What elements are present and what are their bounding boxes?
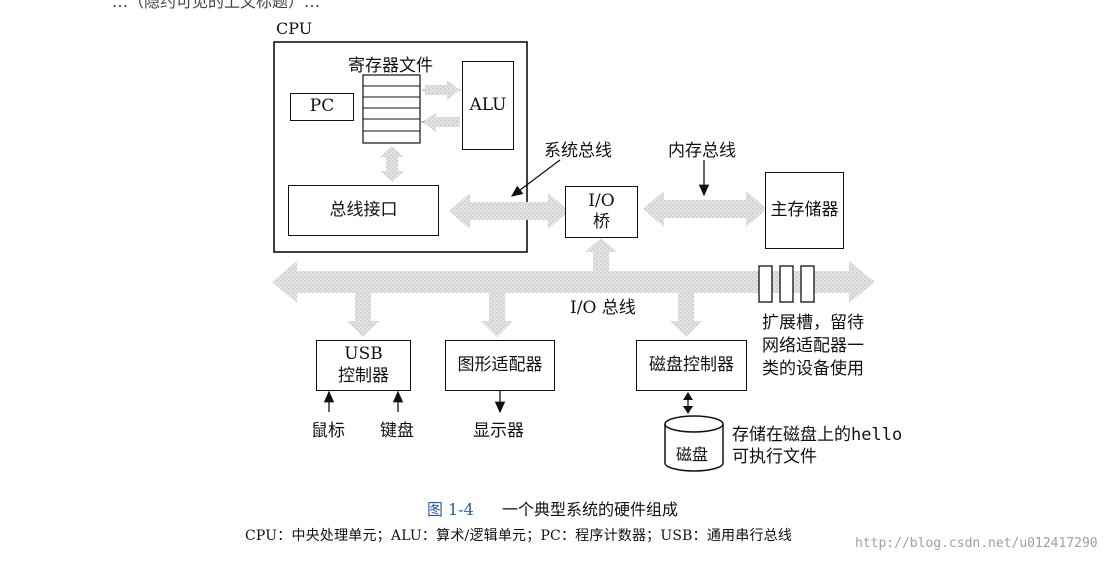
- bus-interface-box: 总线接口: [288, 185, 439, 236]
- io-bus-to-usb-arrow: [347, 293, 379, 337]
- bus-interface-label: 总线接口: [329, 199, 398, 220]
- io-bus-to-disk-controller-arrow: [670, 293, 702, 337]
- main-memory-label: 主存储器: [770, 199, 839, 220]
- hello-filename: hello: [851, 425, 903, 445]
- watermark: http://blog.csdn.net/u012417290: [855, 536, 1098, 551]
- expansion-slots-note: 扩展槽，留待 网络适配器一 类的设备使用: [762, 312, 864, 381]
- pc-label: PC: [309, 96, 335, 117]
- disk-note: 存储在磁盘上的hello 可执行文件: [732, 424, 902, 468]
- system-bus-arrow: [449, 193, 569, 229]
- memory-bus-label: 内存总线: [668, 141, 736, 161]
- figure-caption: 图 1-4 一个典型系统的硬件组成: [0, 496, 1105, 520]
- io-bridge-line1: I/O: [588, 190, 615, 211]
- figure-title: 一个典型系统的硬件组成: [502, 500, 679, 519]
- register-file-stack: [362, 74, 421, 144]
- expansion-note-line3: 类的设备使用: [762, 359, 864, 379]
- io-bus: [272, 261, 875, 303]
- graphics-adapter-box: 图形适配器: [445, 340, 555, 391]
- system-bus-callout: [510, 159, 561, 197]
- top-cut-text: …（隐约可见的上文标题）…: [112, 0, 321, 11]
- disk-cylinder: [664, 415, 724, 472]
- usb-controller-box: USB 控制器: [316, 340, 411, 391]
- reg-alu-bus-lower: [435, 117, 460, 127]
- system-bus-label: 系统总线: [544, 141, 612, 161]
- disk-note-line2: 可执行文件: [732, 447, 817, 467]
- reg-alu-bus-upper: [425, 85, 450, 95]
- register-file-label: 寄存器文件: [348, 56, 433, 76]
- mouse-label: 鼠标: [311, 421, 345, 441]
- io-bus-label: I/O 总线: [570, 298, 636, 318]
- memory-bus-arrow: [643, 191, 767, 227]
- disk-note-line1: 存储在磁盘上的: [732, 425, 851, 445]
- reg-alu-head-upper: [447, 80, 460, 100]
- io-bus-to-graphics-arrow: [481, 293, 513, 337]
- main-memory-box: 主存储器: [765, 172, 844, 249]
- graphics-adapter-label: 图形适配器: [457, 354, 543, 375]
- disk-controller-box: 磁盘控制器: [636, 340, 747, 391]
- cpu-label: CPU: [276, 19, 313, 38]
- disk-label: 磁盘: [676, 445, 709, 464]
- reg-bus-interface-arrow: [380, 146, 404, 182]
- expansion-slots: [758, 265, 815, 303]
- pc-box: PC: [290, 93, 354, 121]
- display-label: 显示器: [473, 421, 524, 441]
- alu-label: ALU: [469, 94, 507, 115]
- usb-controller-line1: USB: [344, 344, 383, 365]
- bridge-to-io-bus-arrow: [585, 238, 617, 272]
- figure-legend: CPU：中央处理单元；ALU：算术/逻辑单元；PC：程序计数器；USB：通用串行…: [245, 528, 793, 544]
- disk-controller-disk-arrow: [683, 392, 693, 414]
- reg-alu-head-lower: [423, 112, 436, 132]
- io-bridge-line2: 桥: [593, 212, 610, 232]
- io-bridge-box: I/O 桥: [565, 186, 638, 238]
- usb-controller-line2: 控制器: [338, 365, 389, 386]
- expansion-note-line1: 扩展槽，留待: [762, 313, 864, 333]
- disk-controller-label: 磁盘控制器: [649, 354, 734, 375]
- alu-box: ALU: [462, 61, 514, 150]
- keyboard-label: 键盘: [380, 421, 414, 441]
- expansion-note-line2: 网络适配器一: [762, 336, 864, 356]
- figure-number: 图 1-4: [426, 500, 474, 519]
